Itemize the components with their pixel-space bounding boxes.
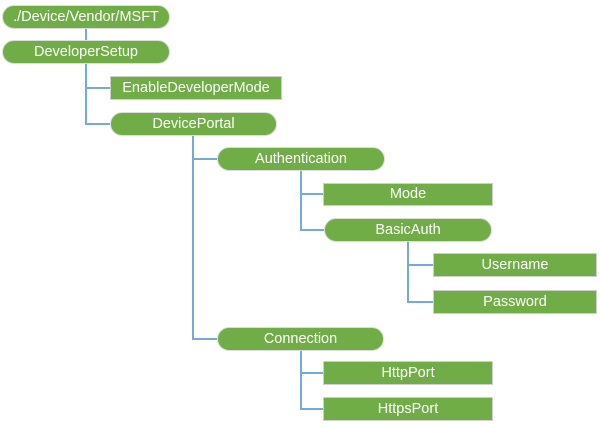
- connector-line: [300, 229, 324, 231]
- node-http-port: HttpPort: [323, 361, 493, 385]
- connector-line: [407, 242, 409, 303]
- connector-line: [300, 408, 323, 410]
- connector-line: [192, 158, 217, 160]
- connector-line: [85, 123, 110, 125]
- connector-line: [300, 193, 323, 195]
- node-root: ./Device/Vendor/MSFT: [2, 5, 170, 29]
- connector-line: [192, 136, 194, 340]
- connector-line: [85, 87, 110, 89]
- connector-line: [192, 338, 217, 340]
- connector-line: [85, 29, 87, 41]
- node-connection: Connection: [217, 327, 384, 351]
- node-developer-setup: DeveloperSetup: [2, 40, 170, 64]
- node-password: Password: [433, 290, 597, 314]
- connector-line: [85, 64, 87, 125]
- node-enable-developer-mode: EnableDeveloperMode: [110, 76, 282, 100]
- node-basic-auth: BasicAuth: [324, 218, 492, 242]
- connector-line: [407, 264, 433, 266]
- node-username: Username: [433, 253, 597, 277]
- node-mode: Mode: [323, 183, 493, 206]
- connector-line: [300, 351, 302, 410]
- node-authentication: Authentication: [217, 147, 385, 171]
- connector-line: [300, 372, 323, 374]
- connector-line: [407, 301, 433, 303]
- node-https-port: HttpsPort: [323, 397, 493, 421]
- connector-line: [300, 171, 302, 231]
- node-device-portal: DevicePortal: [110, 112, 277, 136]
